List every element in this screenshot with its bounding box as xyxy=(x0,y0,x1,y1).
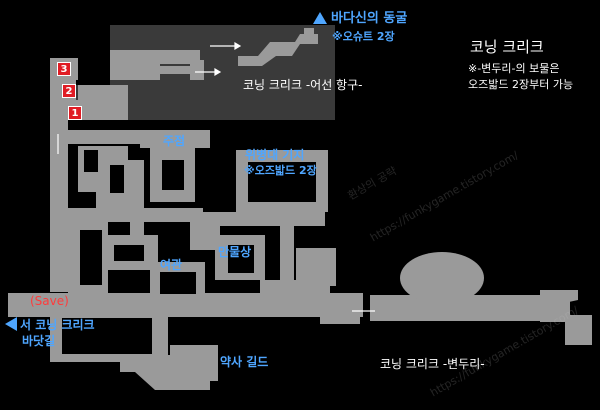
outskirts-label: 코닝 크리크 -변두리- xyxy=(380,357,485,371)
town-mid-col xyxy=(130,160,144,250)
guard-annex xyxy=(296,248,336,286)
sea-cave-note: ※오슈트 2장 xyxy=(332,30,395,43)
dock-mid xyxy=(110,64,160,80)
building-gap-1 xyxy=(84,150,98,172)
sea-cave-entrance xyxy=(304,28,314,38)
apothecary-label[interactable]: 약사 길드 xyxy=(220,355,269,369)
building-gap-2 xyxy=(110,165,124,193)
guard-base-tower xyxy=(280,222,294,280)
building-gap-9 xyxy=(62,318,152,354)
building-gap-8 xyxy=(160,272,196,294)
west-exit-label-line1[interactable]: 서 코닝 크리크 xyxy=(20,318,95,332)
arrow-head-2 xyxy=(214,67,222,77)
sea-cave-path xyxy=(238,34,318,66)
map-title: 코닝 크리크 xyxy=(470,38,544,56)
west-exit-label-line2[interactable]: 바닷길 xyxy=(22,334,56,348)
apothecary-block xyxy=(170,345,218,381)
inn-label[interactable]: 여관 xyxy=(160,258,183,272)
marker-3-badge[interactable]: 3 xyxy=(57,62,71,76)
main-road-mid xyxy=(260,280,330,310)
building-gap-3 xyxy=(162,160,184,190)
sea-cave-label[interactable]: 바다신의 동굴 xyxy=(331,11,408,26)
arrow-head-1 xyxy=(234,41,242,51)
building-gap-6 xyxy=(248,162,316,202)
map-note-line1: ※-변두리-의 보물은 xyxy=(468,62,560,75)
dock-block xyxy=(190,60,204,80)
west-exit-triangle-icon[interactable] xyxy=(5,317,17,331)
sea-cave-triangle-icon[interactable] xyxy=(313,12,327,24)
building-gap-7 xyxy=(228,245,254,273)
outskirts-neck xyxy=(422,290,462,310)
building-gap-4 xyxy=(80,230,102,285)
general-store-corridor xyxy=(190,222,220,250)
marker-1-badge[interactable]: 1 xyxy=(68,106,82,120)
dock-upper xyxy=(110,50,200,64)
general-store-label[interactable]: 만물상 xyxy=(218,245,252,259)
tavern-label[interactable]: 주점 xyxy=(163,134,186,148)
guard-base-note: ※오즈밟드 2장 xyxy=(244,164,317,177)
port-connector xyxy=(78,85,128,120)
dock-right xyxy=(160,66,190,74)
guard-base-label[interactable]: 위병대 기지 xyxy=(245,148,305,162)
outskirts-east-path xyxy=(540,290,592,345)
building-gap-5 xyxy=(114,245,144,261)
apothecary-path xyxy=(120,355,210,390)
outskirts-road xyxy=(370,295,570,321)
town-west-column xyxy=(50,120,68,292)
main-road-east-gate xyxy=(320,294,360,324)
outskirts-plaza xyxy=(400,252,484,304)
save-point-label[interactable]: (Save) xyxy=(30,294,69,308)
fishing-port-label: 코닝 크리크 -어선 항구- xyxy=(243,78,363,92)
map-note-line2: 오즈밟드 2장부터 가능 xyxy=(468,78,574,91)
marker-2-badge[interactable]: 2 xyxy=(62,84,76,98)
